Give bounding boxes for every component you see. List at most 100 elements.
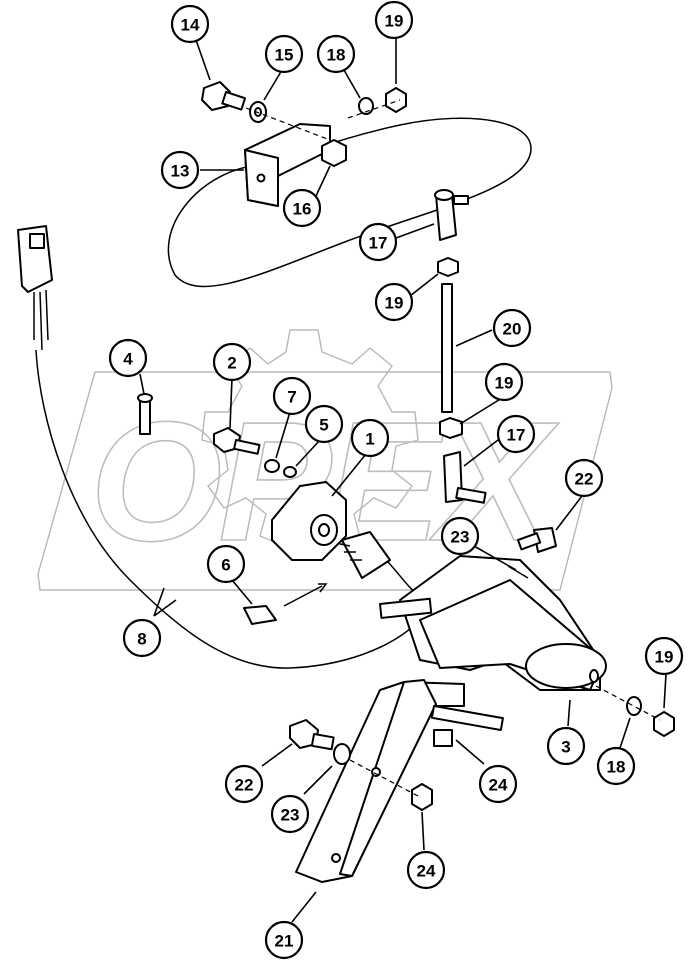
spacer-24 [433, 729, 453, 747]
nut-19-rod [437, 257, 459, 277]
callout-17: 17 [496, 414, 536, 454]
svg-text:23: 23 [281, 806, 300, 825]
leader-17a [395, 223, 435, 239]
svg-text:6: 6 [221, 556, 230, 575]
watermark-banner [37, 371, 613, 591]
washer-23-lower [333, 743, 351, 765]
svg-text:1: 1 [365, 430, 374, 449]
callout-21: 21 [264, 920, 304, 960]
bolt-14-shank [221, 90, 247, 111]
leader-24a [455, 739, 485, 765]
arm-21-tab [430, 705, 504, 731]
arm-21 [289, 679, 504, 883]
bracket-hole [256, 173, 266, 183]
svg-text:19: 19 [655, 648, 674, 667]
callout-2: 2 [212, 342, 252, 382]
nut-24 [411, 783, 433, 811]
sensor-1-shaft [318, 523, 330, 537]
pivot-tube-end [525, 643, 607, 689]
washer-18-right [626, 696, 642, 716]
svg-text:21: 21 [275, 932, 294, 951]
callout-18: 18 [316, 34, 356, 74]
bolt-2-shank [233, 439, 261, 455]
arrow-to-sensor [283, 583, 328, 607]
shim-6 [243, 605, 277, 625]
leader-18a [343, 69, 361, 99]
nut-16 [321, 139, 347, 167]
callout-23: 23 [270, 794, 310, 834]
callout-7: 7 [272, 376, 312, 416]
pivot-bracket-3 [379, 527, 675, 737]
nut-19-top [385, 87, 407, 113]
svg-text:3: 3 [561, 738, 570, 757]
leader-22a [555, 495, 583, 531]
arm-hole-1 [371, 767, 381, 777]
callout-15: 15 [264, 34, 304, 74]
leader-5 [295, 439, 321, 467]
nut-19-right [653, 711, 675, 737]
cable-8 [35, 349, 421, 669]
rod-assembly [434, 189, 487, 504]
callout-19: 19 [644, 636, 684, 676]
leader-2 [229, 377, 233, 429]
svg-text:17: 17 [507, 426, 526, 445]
svg-text:18: 18 [607, 758, 626, 777]
callout-22: 22 [224, 764, 264, 804]
callout-19: 19 [374, 0, 414, 40]
pivot-tube-hole [589, 669, 599, 683]
screw-4 [139, 397, 151, 435]
leader-20 [455, 329, 493, 347]
leader-19c [459, 397, 503, 425]
callout-3: 3 [546, 726, 586, 766]
leader-17b [463, 439, 499, 467]
svg-text:2: 2 [227, 354, 236, 373]
callout-17: 17 [358, 222, 398, 262]
svg-text:4: 4 [123, 350, 133, 369]
leader-lines [139, 38, 667, 923]
callout-18: 18 [596, 746, 636, 786]
callout-24: 24 [478, 764, 518, 804]
callout-23: 23 [440, 516, 480, 556]
svg-text:19: 19 [495, 374, 514, 393]
leader-16 [315, 165, 331, 197]
callout-20: 20 [492, 308, 532, 348]
leader-7 [275, 411, 291, 459]
sensor-pins [339, 543, 362, 561]
pivot-shaft [379, 597, 433, 619]
svg-text:20: 20 [503, 320, 522, 339]
harness [17, 225, 421, 669]
svg-text:22: 22 [575, 470, 594, 489]
rod-end-bolt [455, 487, 487, 504]
connector-latch [29, 233, 45, 249]
callout-6: 6 [206, 544, 246, 584]
washer-7 [264, 459, 280, 473]
rod-end-top [434, 189, 454, 201]
sensor-connector [341, 531, 391, 579]
callout-24: 24 [406, 850, 446, 890]
callout-1: 1 [350, 418, 390, 458]
nut-19-lower [439, 417, 463, 439]
leader-23a [473, 545, 517, 571]
svg-text:8: 8 [137, 630, 146, 649]
top-bracket-assembly [167, 81, 532, 288]
svg-text:23: 23 [451, 528, 470, 547]
axis-line [245, 107, 331, 141]
svg-text:22: 22 [235, 776, 254, 795]
callout-22: 22 [564, 458, 604, 498]
leader-3 [567, 699, 571, 727]
sensor-1-assembly [243, 481, 421, 625]
screw-4-head [137, 393, 153, 403]
svg-text:24: 24 [489, 776, 508, 795]
axis-line-2 [347, 99, 401, 119]
svg-text:15: 15 [275, 46, 294, 65]
leader-14 [195, 39, 211, 81]
axis-line-3 [595, 685, 661, 721]
small-hardware [137, 393, 297, 478]
svg-text:5: 5 [319, 416, 328, 435]
bolt-22-upper-shank [517, 532, 542, 551]
washer-5 [283, 466, 297, 478]
leader-23b [303, 765, 333, 795]
leader-24b [421, 811, 425, 851]
leader-1 [331, 453, 367, 497]
